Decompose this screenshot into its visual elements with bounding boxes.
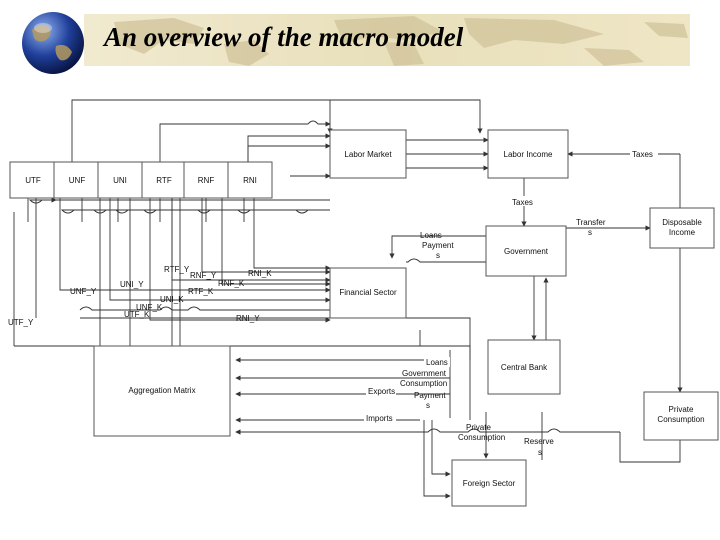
- label-unf-k: UNF_K: [136, 303, 163, 312]
- svg-text:UTF: UTF: [25, 176, 41, 185]
- label-payments-1: Payment: [422, 241, 454, 250]
- label-payments-bottom-1: Payment: [414, 391, 446, 400]
- box-central-bank: Central Bank: [487, 339, 561, 395]
- label-imports: Imports: [366, 414, 393, 423]
- box-financial-sector: Financial Sector: [329, 267, 407, 319]
- label-uni-k: UNI_K: [160, 295, 184, 304]
- label-rnf-k: RNF_K: [218, 279, 245, 288]
- label-taxes-top: Taxes: [632, 150, 653, 159]
- label-government-consumption-1: Government: [402, 369, 447, 378]
- globe-icon: [22, 12, 84, 74]
- svg-text:Labor Market: Labor Market: [344, 150, 392, 159]
- box-foreign-sector: Foreign Sector: [451, 459, 527, 507]
- connectors: [13, 99, 683, 499]
- box-uni: UNI: [97, 161, 143, 199]
- svg-text:Government: Government: [504, 247, 549, 256]
- box-aggregation-matrix: Aggregation Matrix: [93, 345, 231, 437]
- box-government: Government: [485, 225, 567, 277]
- label-transfers-2: s: [588, 228, 592, 237]
- svg-text:RNI: RNI: [243, 176, 257, 185]
- box-rtf: RTF: [141, 161, 187, 199]
- label-utf-y: UTF_Y: [8, 318, 34, 327]
- world-map-background: [114, 16, 688, 66]
- svg-text:UNF: UNF: [69, 176, 86, 185]
- label-rnf-y: RNF_Y: [190, 271, 217, 280]
- slide-title: An overview of the macro model: [104, 22, 464, 52]
- box-private-consumption: Private Consumption: [643, 391, 719, 441]
- label-rtf-y: RTF_Y: [164, 265, 190, 274]
- svg-text:Financial Sector: Financial Sector: [339, 288, 397, 297]
- svg-text:RTF: RTF: [156, 176, 172, 185]
- label-private-consumption-flow-1: Private: [466, 423, 491, 432]
- label-payments-2: s: [436, 251, 440, 260]
- box-labor-income: Labor Income: [487, 129, 569, 179]
- box-labor-market: Labor Market: [329, 129, 407, 179]
- label-utf-k: UTF_K: [124, 310, 150, 319]
- label-loans-bottom: Loans: [426, 358, 448, 367]
- svg-text:Foreign Sector: Foreign Sector: [463, 479, 516, 488]
- label-reserves-2: s: [538, 448, 542, 457]
- label-transfers-1: Transfer: [576, 218, 606, 227]
- svg-text:Disposable: Disposable: [662, 218, 702, 227]
- box-rnf: RNF: [183, 161, 229, 199]
- svg-text:Labor Income: Labor Income: [504, 150, 553, 159]
- flow-labels: Taxes Taxes Transfer s Loans Payment s R…: [8, 149, 658, 457]
- svg-text:Central Bank: Central Bank: [501, 363, 548, 372]
- label-loans-1: Loans: [420, 231, 442, 240]
- box-utf: UTF: [9, 161, 57, 199]
- label-reserves-1: Reserve: [524, 437, 554, 446]
- svg-text:RNF: RNF: [198, 176, 215, 185]
- label-private-consumption-flow-2: Consumption: [458, 433, 505, 442]
- svg-text:Aggregation Matrix: Aggregation Matrix: [128, 386, 195, 395]
- label-uni-y: UNI_Y: [120, 280, 144, 289]
- label-government-consumption-2: Consumption: [400, 379, 447, 388]
- label-rni-k: RNI_K: [248, 269, 272, 278]
- svg-text:Income: Income: [669, 228, 696, 237]
- box-unf: UNF: [53, 161, 101, 199]
- svg-text:Private: Private: [669, 405, 694, 414]
- label-exports: Exports: [368, 387, 395, 396]
- svg-text:Consumption: Consumption: [657, 415, 704, 424]
- title-banner: [84, 14, 690, 66]
- svg-text:UNI: UNI: [113, 176, 127, 185]
- box-disposable-income: Disposable Income: [649, 207, 715, 249]
- box-rni: RNI: [227, 161, 273, 199]
- label-rni-y: RNI_Y: [236, 314, 260, 323]
- label-unf-y: UNF_Y: [70, 287, 97, 296]
- label-taxes-mid: Taxes: [512, 198, 533, 207]
- label-payments-bottom-2: s: [426, 401, 430, 410]
- label-rtf-k: RTF_K: [188, 287, 214, 296]
